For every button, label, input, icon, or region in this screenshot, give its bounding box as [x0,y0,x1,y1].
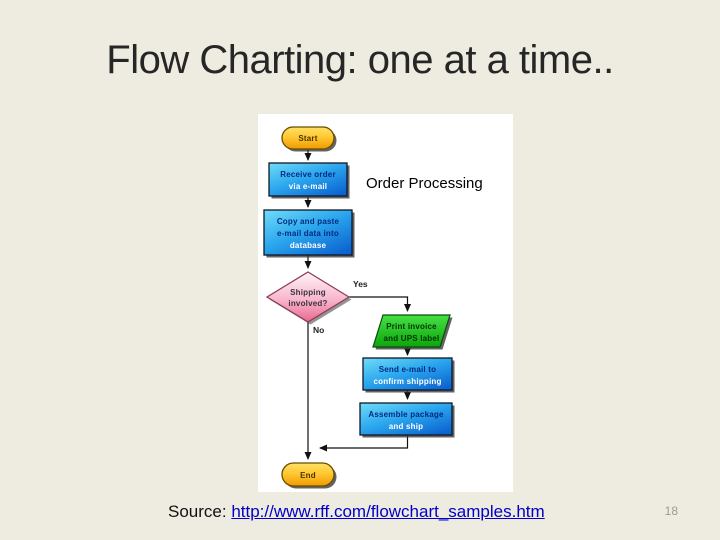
decision-node: Shipping involved? [265,271,352,325]
send-node-line1: Send e-mail to [379,365,436,374]
print-node-line2: and UPS label [384,334,440,343]
connector-yes-branch [347,296,411,312]
source-line: Source: http://www.rff.com/flowchart_sam… [168,502,545,522]
slide-title: Flow Charting: one at a time.. [106,38,614,82]
page-number: 18 [664,504,678,518]
send-node-line2: confirm shipping [373,377,441,386]
end-node: End [281,462,337,489]
chart-heading: Order Processing [366,175,483,192]
copy-node-line3: database [290,241,327,250]
copy-node-shape [263,209,353,256]
source-label: Source: [168,502,232,521]
connector-assemble-junction [319,433,409,452]
receive-node-line1: Receive order [280,170,336,179]
end-node-label: End [300,471,316,480]
decision-node-shape [265,271,351,323]
copy-node-line2: e-mail data into [277,229,339,238]
copy-node-line1: Copy and paste [277,217,340,226]
receive-node: Receive order via e-mail [268,162,350,199]
assemble-node-line2: and ship [389,422,424,431]
send-node: Send e-mail to confirm shipping [362,357,455,393]
flowchart-canvas: Yes No Order Processing Start Receive or… [263,126,483,489]
assemble-node-shape [359,402,453,436]
no-label: No [313,325,324,335]
decision-node-line2: involved? [288,299,327,308]
decision-node-line1: Shipping [290,288,326,297]
end-node-shape [281,462,335,487]
receive-node-line2: via e-mail [289,182,327,191]
flowchart-panel: Yes No Order Processing Start Receive or… [258,114,513,492]
receive-node-shape [268,162,348,197]
print-node: Print invoice and UPS label [372,314,453,350]
start-node-shape [281,126,335,150]
print-node-shape [372,314,451,348]
start-node-label: Start [298,134,317,143]
print-node-line1: Print invoice [386,322,437,331]
source-link[interactable]: http://www.rff.com/flowchart_samples.htm [231,502,545,521]
send-node-shape [362,357,453,391]
copy-node: Copy and paste e-mail data into database [263,209,355,258]
assemble-node-line1: Assemble package [368,410,444,419]
yes-label: Yes [353,279,368,289]
start-node: Start [281,126,337,152]
assemble-node: Assemble package and ship [359,402,455,438]
